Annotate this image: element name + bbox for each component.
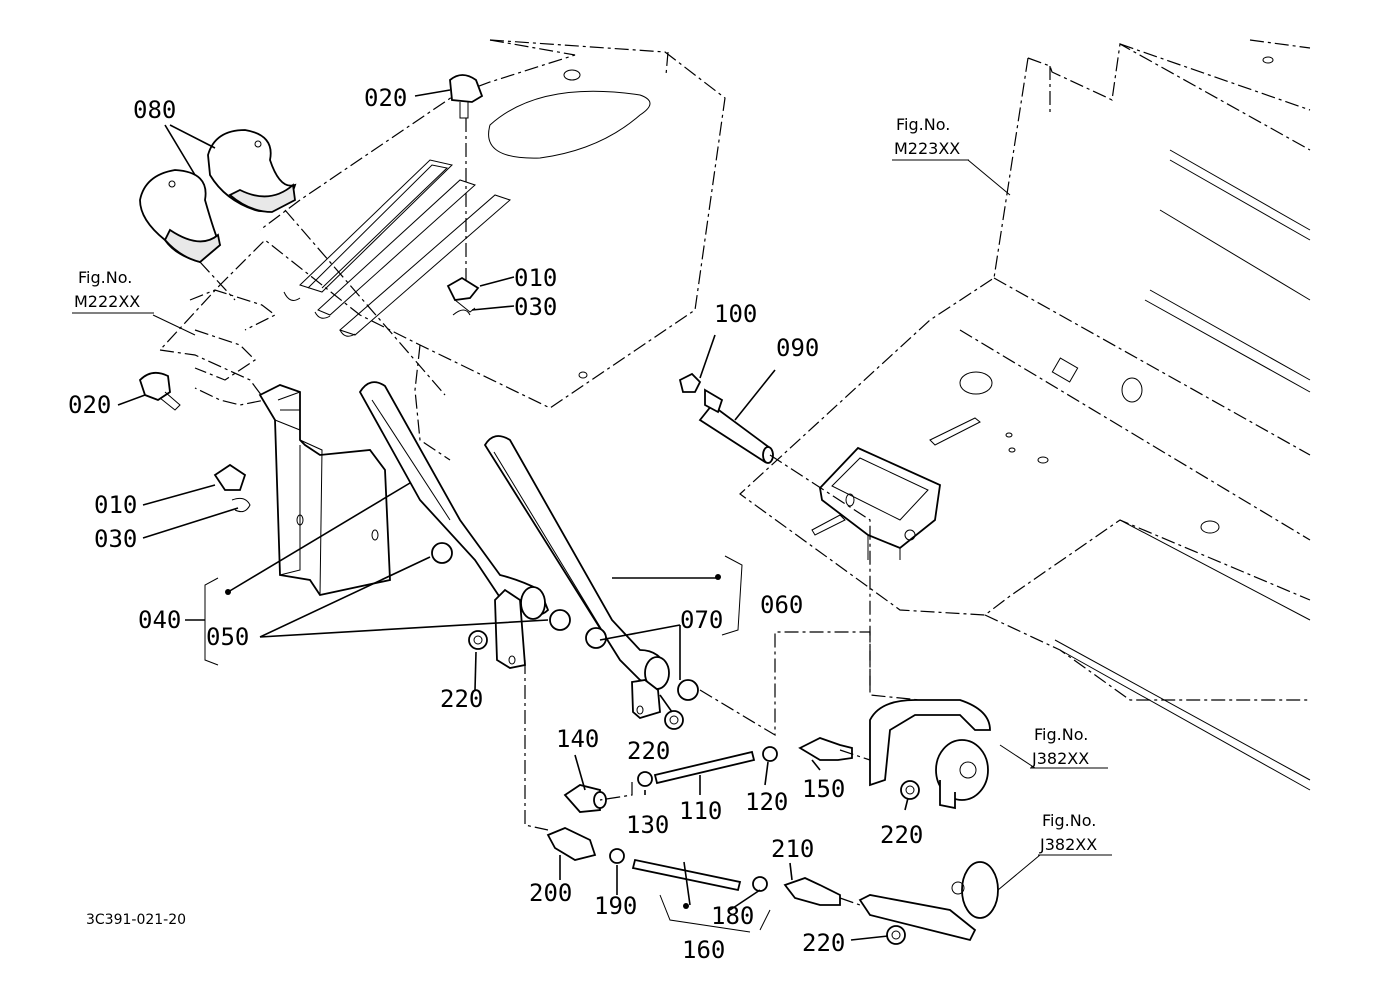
lever-bracket — [258, 384, 391, 597]
label-030: 030 — [94, 525, 137, 553]
lever-knobs — [139, 129, 297, 263]
drawing-code: 3C391-021-20 — [86, 912, 186, 928]
label-080: 080 — [133, 96, 176, 124]
label-020: 020 — [68, 391, 111, 419]
fig-ref-j382-lower-line2: J382XX — [1039, 835, 1097, 854]
label-220: 220 — [440, 685, 483, 713]
label-150: 150 — [802, 775, 845, 803]
label-040: 040 — [138, 606, 181, 634]
label-220: 220 — [627, 737, 670, 765]
fig-ref-m223-line1: Fig.No. — [896, 115, 950, 134]
label-180: 180 — [711, 902, 754, 930]
part-labels: 020 080 010 030 020 010 030 100 090 040 … — [68, 84, 923, 964]
label-100: 100 — [714, 300, 757, 328]
label-160: 160 — [682, 936, 725, 964]
label-110: 110 — [679, 797, 722, 825]
label-020: 020 — [364, 84, 407, 112]
label-220: 220 — [802, 929, 845, 957]
leader-lines — [72, 89, 1112, 941]
fig-ref-m222-line2: M222XX — [74, 292, 140, 311]
label-010: 010 — [94, 491, 137, 519]
fig-ref-m223-line2: M223XX — [894, 139, 960, 158]
label-140: 140 — [556, 725, 599, 753]
label-010: 010 — [514, 264, 557, 292]
fig-ref-j382-upper-line1: Fig.No. — [1034, 725, 1088, 744]
label-190: 190 — [594, 892, 637, 920]
fig-ref-j382-upper-line2: J382XX — [1031, 749, 1089, 768]
label-050: 050 — [206, 623, 249, 651]
label-090: 090 — [776, 334, 819, 362]
label-060: 060 — [760, 591, 803, 619]
fig-ref-j382-lower-line1: Fig.No. — [1042, 811, 1096, 830]
label-200: 200 — [529, 879, 572, 907]
label-070: 070 — [680, 606, 723, 634]
fig-ref-m222-line1: Fig.No. — [78, 268, 132, 287]
figure-references: Fig.No. M222XX Fig.No. M223XX Fig.No. J3… — [74, 115, 1097, 928]
label-210: 210 — [771, 835, 814, 863]
label-130: 130 — [626, 811, 669, 839]
shift-levers — [358, 381, 670, 720]
label-220: 220 — [880, 821, 923, 849]
label-030: 030 — [514, 293, 557, 321]
console-cover — [159, 39, 726, 461]
floor-panel — [739, 39, 1311, 791]
label-120: 120 — [745, 788, 788, 816]
small-parts — [138, 74, 999, 945]
